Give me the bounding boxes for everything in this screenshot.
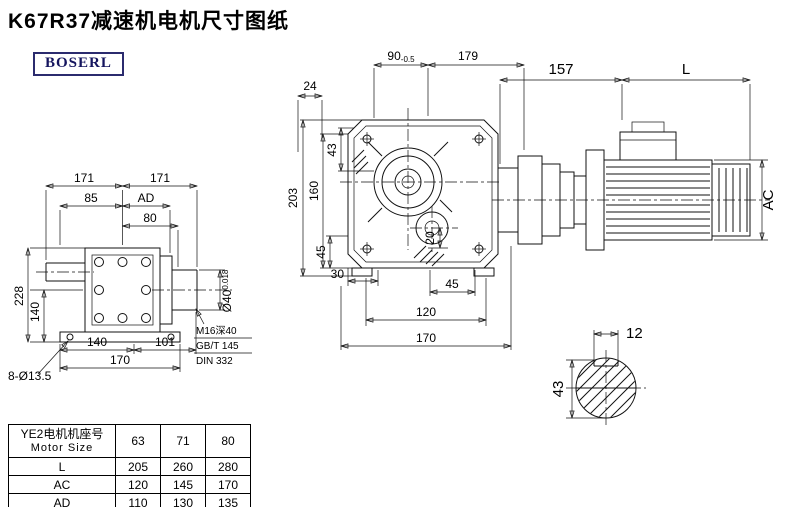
dim-label-170-side: 170 [110, 353, 130, 367]
dim-label-157: 157 [548, 61, 573, 78]
value-AD-71: 130 [160, 493, 206, 507]
fan-cover [711, 163, 751, 237]
table-header-row: YE2电机机座号 Motor Size 63 71 80 [8, 424, 251, 458]
corner-bolt-symbols [360, 132, 486, 256]
dim-label-120: 120 [416, 305, 436, 319]
hatch-areas [351, 149, 445, 267]
table-header-cn: YE2电机机座号 [20, 426, 104, 441]
motor-dimensions: 157 L AC [500, 61, 777, 240]
tap-callout-line3: DIN 332 [196, 356, 233, 367]
table-header-cell: YE2电机机座号 Motor Size [8, 424, 116, 458]
value-AD-80: 135 [205, 493, 251, 507]
value-AD-63: 110 [115, 493, 161, 507]
dim-label-171-right: 171 [150, 171, 170, 185]
dim-label-203: 203 [286, 188, 300, 208]
front-view-body [340, 108, 500, 277]
dim-label-140-vert: 140 [28, 302, 42, 322]
motor-cooling-fins [606, 166, 710, 234]
dim-label-101: 101 [155, 335, 175, 349]
holes-callout: 8-Ø13.5 [8, 369, 52, 383]
col-size-63: 63 [115, 424, 161, 458]
dim-label-160: 160 [307, 181, 321, 201]
page-title: K67R37减速机电机尺寸图纸 [8, 10, 290, 33]
value-L-80: 280 [205, 457, 251, 476]
dim-label-ad: AD [138, 191, 155, 205]
table-row-L: L 205 260 280 [8, 457, 251, 476]
dim-label-45-left: 45 [314, 245, 328, 259]
tap-callout-line1: M16深40 [196, 325, 237, 337]
dim-label-43-front: 43 [325, 143, 339, 157]
value-L-71: 260 [160, 457, 206, 476]
dim-label-12: 12 [626, 325, 643, 342]
table-row-AC: AC 120 145 170 [8, 475, 251, 494]
terminal-box [619, 131, 677, 161]
dim-label-140-bottom: 140 [87, 335, 107, 349]
row-label-AC: AC [8, 475, 116, 494]
dim-label-80: 80 [143, 211, 157, 225]
motor-body [492, 121, 770, 251]
dim-label-24: 24 [303, 79, 317, 93]
dim-label-43-section: 43 [550, 381, 567, 398]
dim-label-171-left: 171 [74, 171, 94, 185]
tap-callout-line2: GB/T 145 [196, 341, 239, 352]
table-row-AD: AD 110 130 135 [8, 493, 251, 507]
dim-label-170-front: 170 [416, 331, 436, 345]
value-AC-71: 145 [160, 475, 206, 494]
dim-label-20: 20 [423, 231, 437, 245]
value-L-63: 205 [115, 457, 161, 476]
dim-label-90: 90-0.5 [387, 49, 415, 64]
brand-logo: BOSERL [33, 52, 124, 76]
front-view-dimensions: 90-0.5 179 24 203 160 43 45 30 [286, 49, 524, 350]
value-AC-80: 170 [205, 475, 251, 494]
row-label-AD: AD [8, 493, 116, 507]
side-view-dimensions: 171 171 85 AD 80 Ø400.018 228 140 [8, 171, 252, 383]
dim-label-L: L [682, 61, 690, 78]
housing-ribs [367, 141, 453, 223]
dim-label-shaft-dia: Ø400.018 [220, 269, 234, 312]
dim-label-228: 228 [12, 286, 26, 306]
table-header-en: Motor Size [30, 441, 94, 454]
fan-cover-ribs [718, 168, 748, 232]
motor-size-table: YE2电机机座号 Motor Size 63 71 80 L 205 260 2… [8, 424, 251, 507]
dim-label-85: 85 [84, 191, 98, 205]
shaft-section-dimensions: 12 43 [550, 325, 643, 418]
dim-label-AC: AC [760, 189, 777, 210]
dim-label-45-bottom: 45 [445, 277, 459, 291]
col-size-71: 71 [160, 424, 206, 458]
row-label-L: L [8, 457, 116, 476]
dim-label-179: 179 [458, 49, 478, 63]
dim-label-30: 30 [331, 267, 345, 281]
col-size-80: 80 [205, 424, 251, 458]
value-AC-63: 120 [115, 475, 161, 494]
